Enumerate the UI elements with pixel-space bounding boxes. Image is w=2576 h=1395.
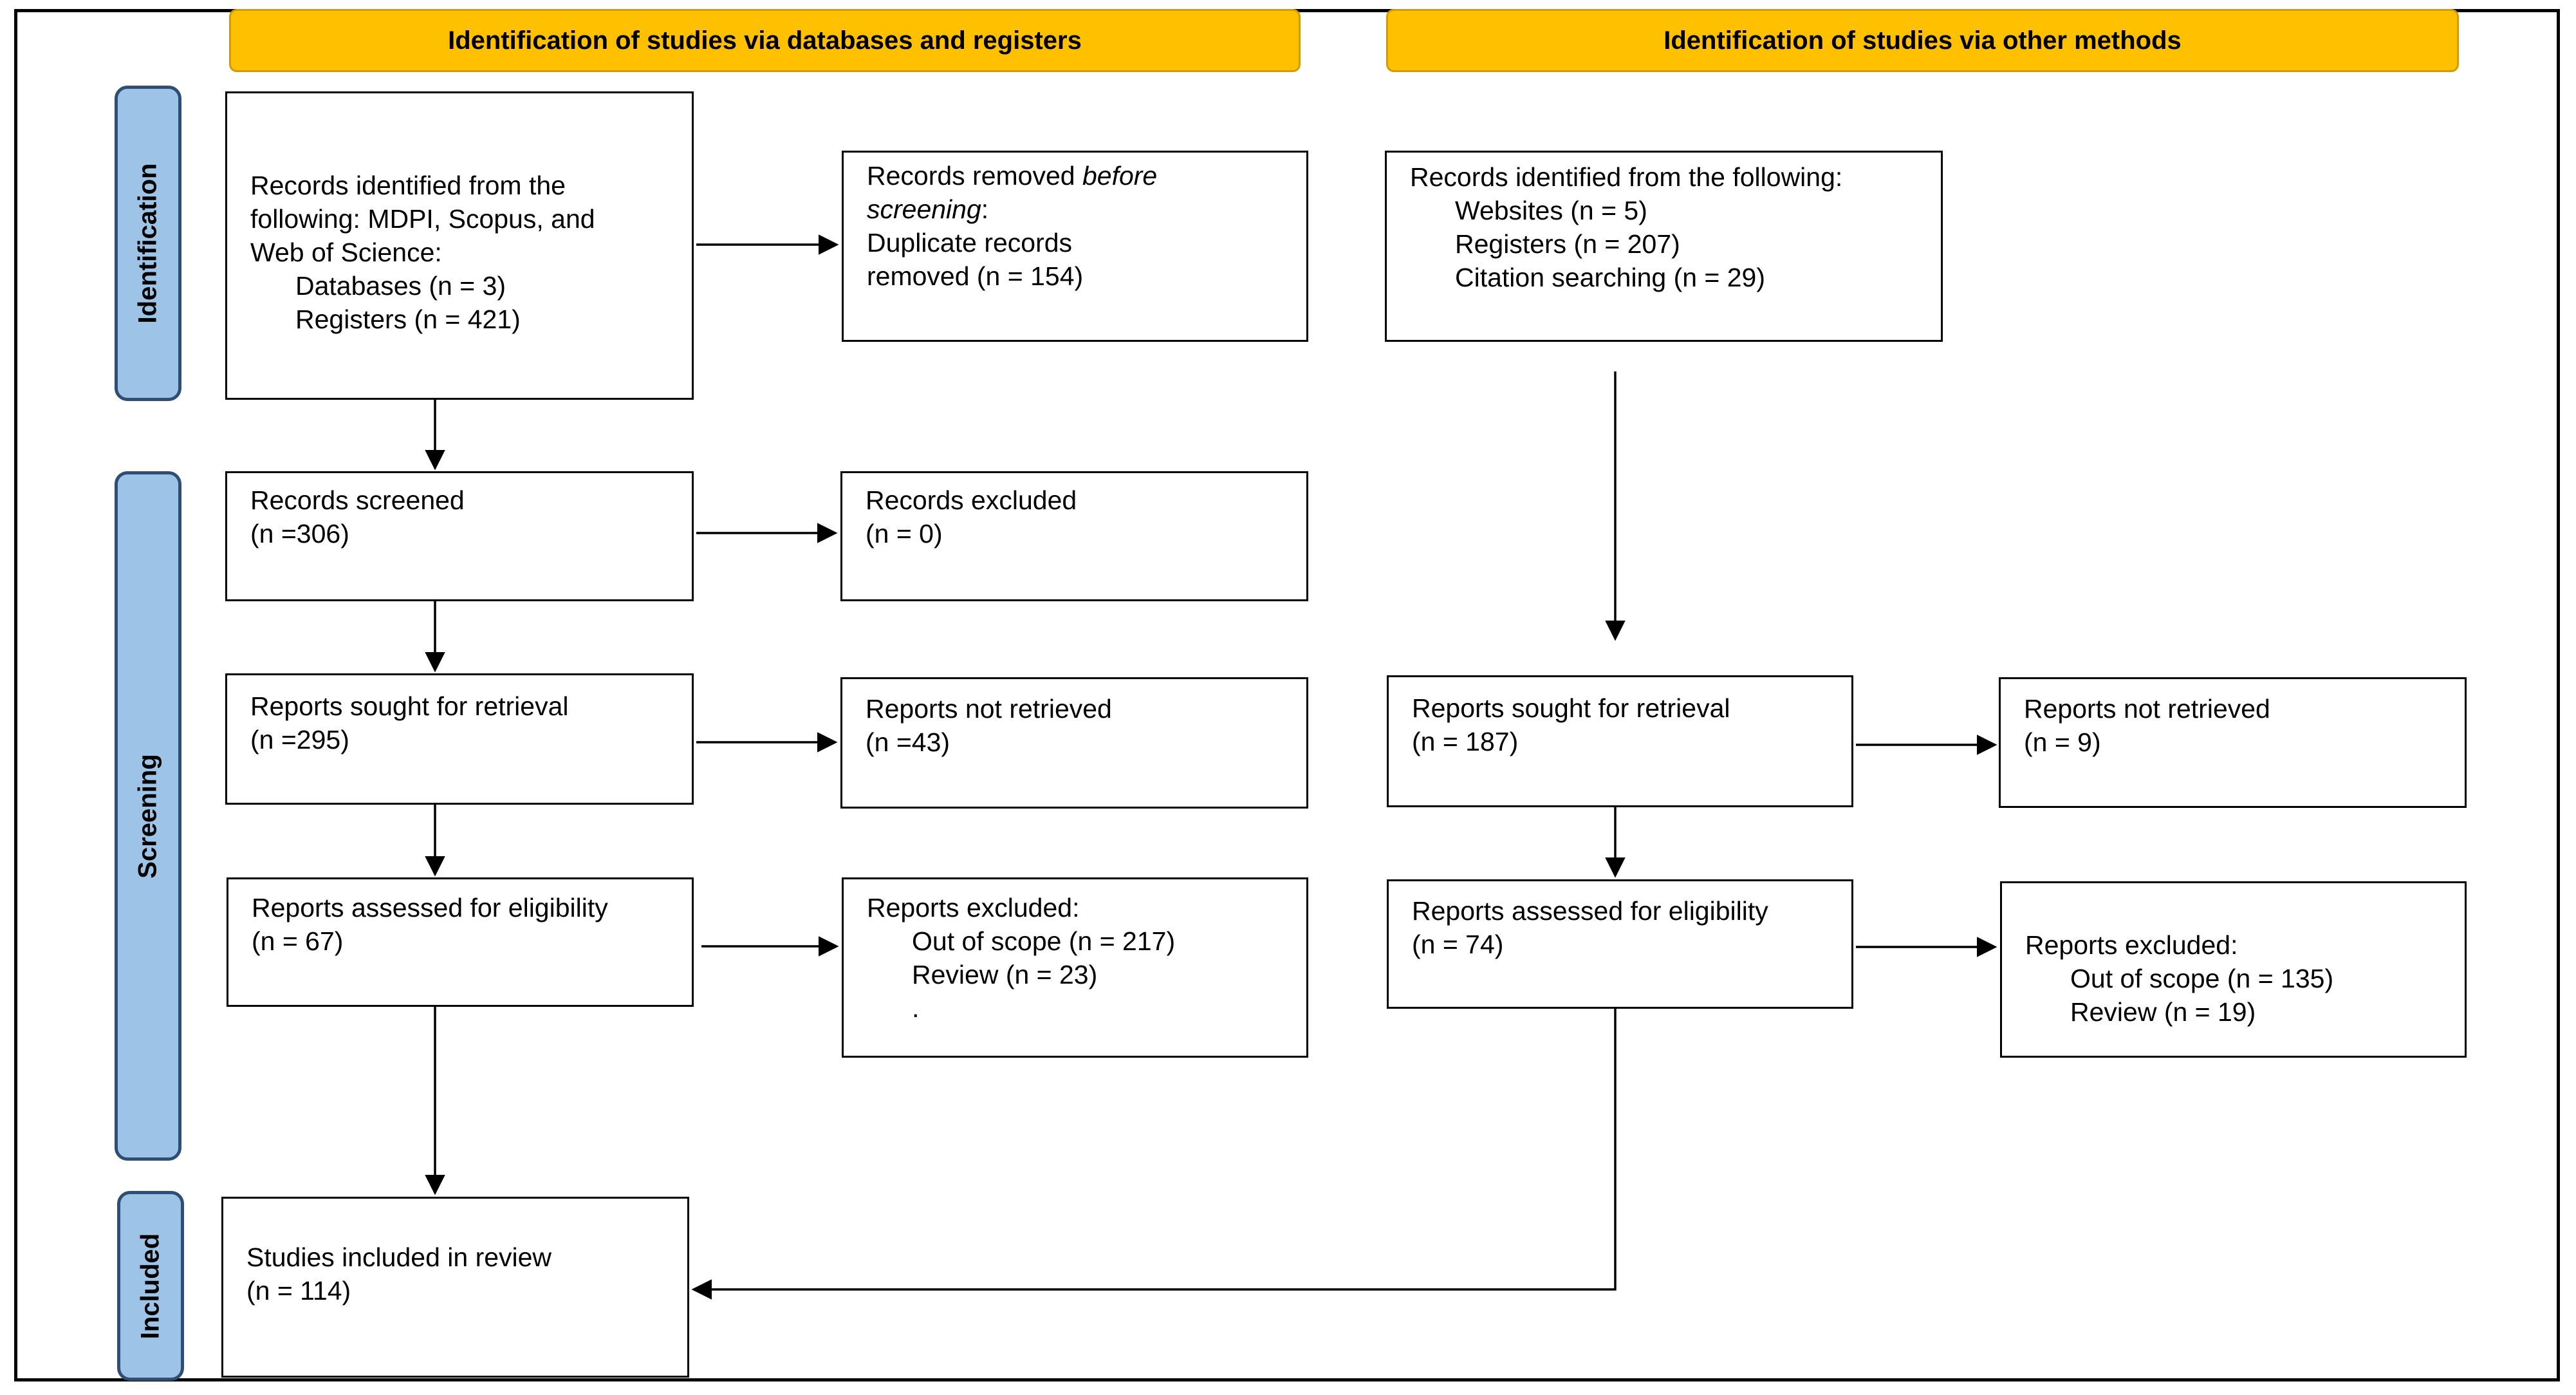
text-line: following: MDPI, Scopus, and (250, 204, 595, 234)
header-other-methods: Identification of studies via other meth… (1386, 9, 2459, 72)
box-count: (n = 67) (252, 926, 344, 956)
box-reports-sought-other: Reports sought for retrieval (n = 187) (1387, 675, 1853, 807)
box-label: Reports not retrieved (866, 694, 1112, 724)
box-count: (n = 9) (2024, 727, 2101, 757)
box-label: Reports sought for retrieval (250, 691, 569, 721)
box-label: Records screened (250, 485, 465, 515)
text-fragment: Records removed (867, 161, 1082, 191)
box-count: (n = 114) (246, 1276, 351, 1306)
phase-screening: Screening (115, 471, 181, 1161)
text-line: Records identified from the following: (1410, 162, 1843, 192)
out-of-scope-count: Out of scope (n = 135) (2070, 964, 2334, 993)
box-reports-assessed: Reports assessed for eligibility (n = 67… (227, 877, 694, 1007)
text-emphasis: before (1082, 161, 1158, 191)
box-label: Records excluded (866, 485, 1077, 515)
box-reports-excluded: Reports excluded: Out of scope (n = 217)… (842, 877, 1308, 1058)
text-line: screening: (867, 192, 1293, 226)
box-records-removed: Records removed before screening: Duplic… (842, 151, 1308, 342)
box-label: Studies included in review (246, 1242, 552, 1272)
text-line: Web of Science: (250, 238, 442, 267)
text-line: Records identified from the (250, 171, 566, 200)
review-count: Review (n = 19) (2070, 997, 2256, 1027)
stray-dot: . (912, 993, 920, 1023)
box-records-screened: Records screened (n =306) (225, 471, 694, 601)
box-reports-sought: Reports sought for retrieval (n =295) (225, 673, 694, 805)
box-label: Reports excluded: (2025, 930, 2238, 960)
registers-count: Registers (n = 421) (295, 304, 521, 334)
box-label: Reports not retrieved (2024, 694, 2270, 724)
box-count: (n = 187) (1412, 727, 1519, 756)
text-fragment: : (981, 194, 989, 224)
box-records-identified-other: Records identified from the following: W… (1385, 151, 1943, 342)
box-count: (n =295) (250, 725, 349, 754)
registers-count: Registers (n = 207) (1455, 229, 1680, 259)
box-label: Reports sought for retrieval (1412, 693, 1730, 723)
box-count: (n = 0) (866, 519, 943, 548)
citation-searching-count: Citation searching (n = 29) (1455, 263, 1766, 292)
phase-included: Included (117, 1191, 184, 1381)
duplicates-count: removed (n = 154) (867, 261, 1084, 291)
text-line: Records removed before (867, 159, 1293, 192)
box-reports-not-retrieved: Reports not retrieved (n =43) (840, 677, 1308, 809)
arrow-other-assessed-to-included (691, 1009, 1617, 1300)
box-records-excluded: Records excluded (n = 0) (840, 471, 1308, 601)
box-count: (n =306) (250, 519, 349, 548)
box-reports-assessed-other: Reports assessed for eligibility (n = 74… (1387, 879, 1853, 1009)
review-count: Review (n = 23) (912, 960, 1098, 989)
phase-identification: Identification (115, 86, 181, 401)
text-line: Duplicate records (867, 228, 1073, 257)
box-count: (n = 74) (1412, 930, 1504, 959)
box-label: Reports excluded: (867, 893, 1080, 922)
box-records-identified-databases: Records identified from the following: M… (225, 91, 694, 400)
box-label: Reports assessed for eligibility (1412, 896, 1768, 926)
websites-count: Websites (n = 5) (1455, 196, 1647, 225)
databases-count: Databases (n = 3) (295, 271, 506, 301)
header-databases-registers: Identification of studies via databases … (229, 9, 1301, 72)
box-reports-excluded-other: Reports excluded: Out of scope (n = 135)… (2000, 881, 2467, 1058)
out-of-scope-count: Out of scope (n = 217) (912, 926, 1176, 956)
box-count: (n =43) (866, 727, 950, 757)
box-reports-not-retrieved-other: Reports not retrieved (n = 9) (1999, 677, 2467, 808)
text-emphasis: screening (867, 194, 981, 224)
box-label: Reports assessed for eligibility (252, 893, 608, 922)
box-studies-included: Studies included in review (n = 114) (221, 1197, 689, 1378)
